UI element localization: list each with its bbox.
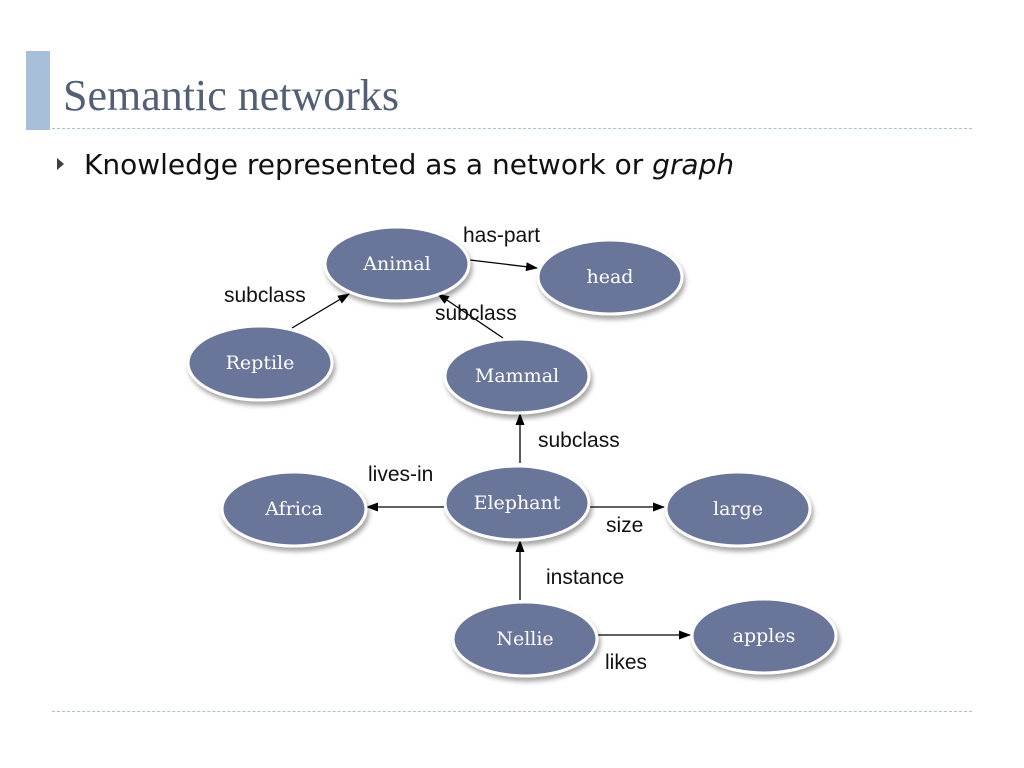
node-label-reptile: Reptile [226,352,295,374]
node-label-elephant: Elephant [474,492,561,514]
title-accent-bar [26,51,50,130]
node-label-head: head [587,266,634,288]
edge-label-instance: instance [546,566,624,589]
node-ellipse-apples [690,597,838,675]
node-label-large: large [713,498,763,520]
node-ellipse-nellie [451,600,599,678]
bullet-text: Knowledge represented as a network or [84,148,653,181]
edge-label-subclass: subclass [538,429,620,452]
footer-divider [52,711,972,712]
node-ellipse-africa [220,470,368,548]
node-label-africa: Africa [264,498,323,520]
node-ellipse-head [536,238,684,316]
bullet-emphasis: graph [652,148,735,181]
bullet-point: Knowledge represented as a network or gr… [84,146,734,184]
node-elephant: Elephant [443,464,591,542]
node-label-animal: Animal [362,253,430,275]
node-africa: Africa [220,470,368,548]
edge-label-size: size [606,514,643,537]
edge-label-subclass: subclass [224,284,306,307]
node-nellie: Nellie [451,600,599,678]
node-ellipse-mammal [443,337,591,415]
edge-label-lives-in: lives-in [368,463,433,486]
edge-reptile-to-animal [291,293,350,329]
node-ellipse-animal [323,225,471,303]
bullet-arrow-icon [57,158,64,170]
edge-label-likes: likes [605,651,647,674]
edge-label-subclass: subclass [435,302,517,325]
node-ellipse-reptile [186,324,334,402]
node-ellipse-large [664,470,812,548]
node-label-nellie: Nellie [496,628,553,650]
node-ellipse-elephant [443,464,591,542]
slide-title: Semantic networks [63,71,400,120]
node-large: large [664,470,812,548]
node-head: head [536,238,684,316]
node-reptile: Reptile [186,324,334,402]
node-animal: Animal [323,225,471,303]
node-label-apples: apples [733,625,796,647]
edges-layer [291,259,691,640]
node-mammal: Mammal [443,337,591,415]
edge-label-has-part: has-part [463,224,540,247]
title-divider [52,128,972,129]
edge-labels-layer: has-part subclass subclass subclass lives-in… [224,224,647,674]
node-apples: apples [690,597,838,675]
node-label-mammal: Mammal [475,365,559,387]
edge-animal-to-head [469,259,538,272]
edge-mammal-to-animal [437,293,504,339]
